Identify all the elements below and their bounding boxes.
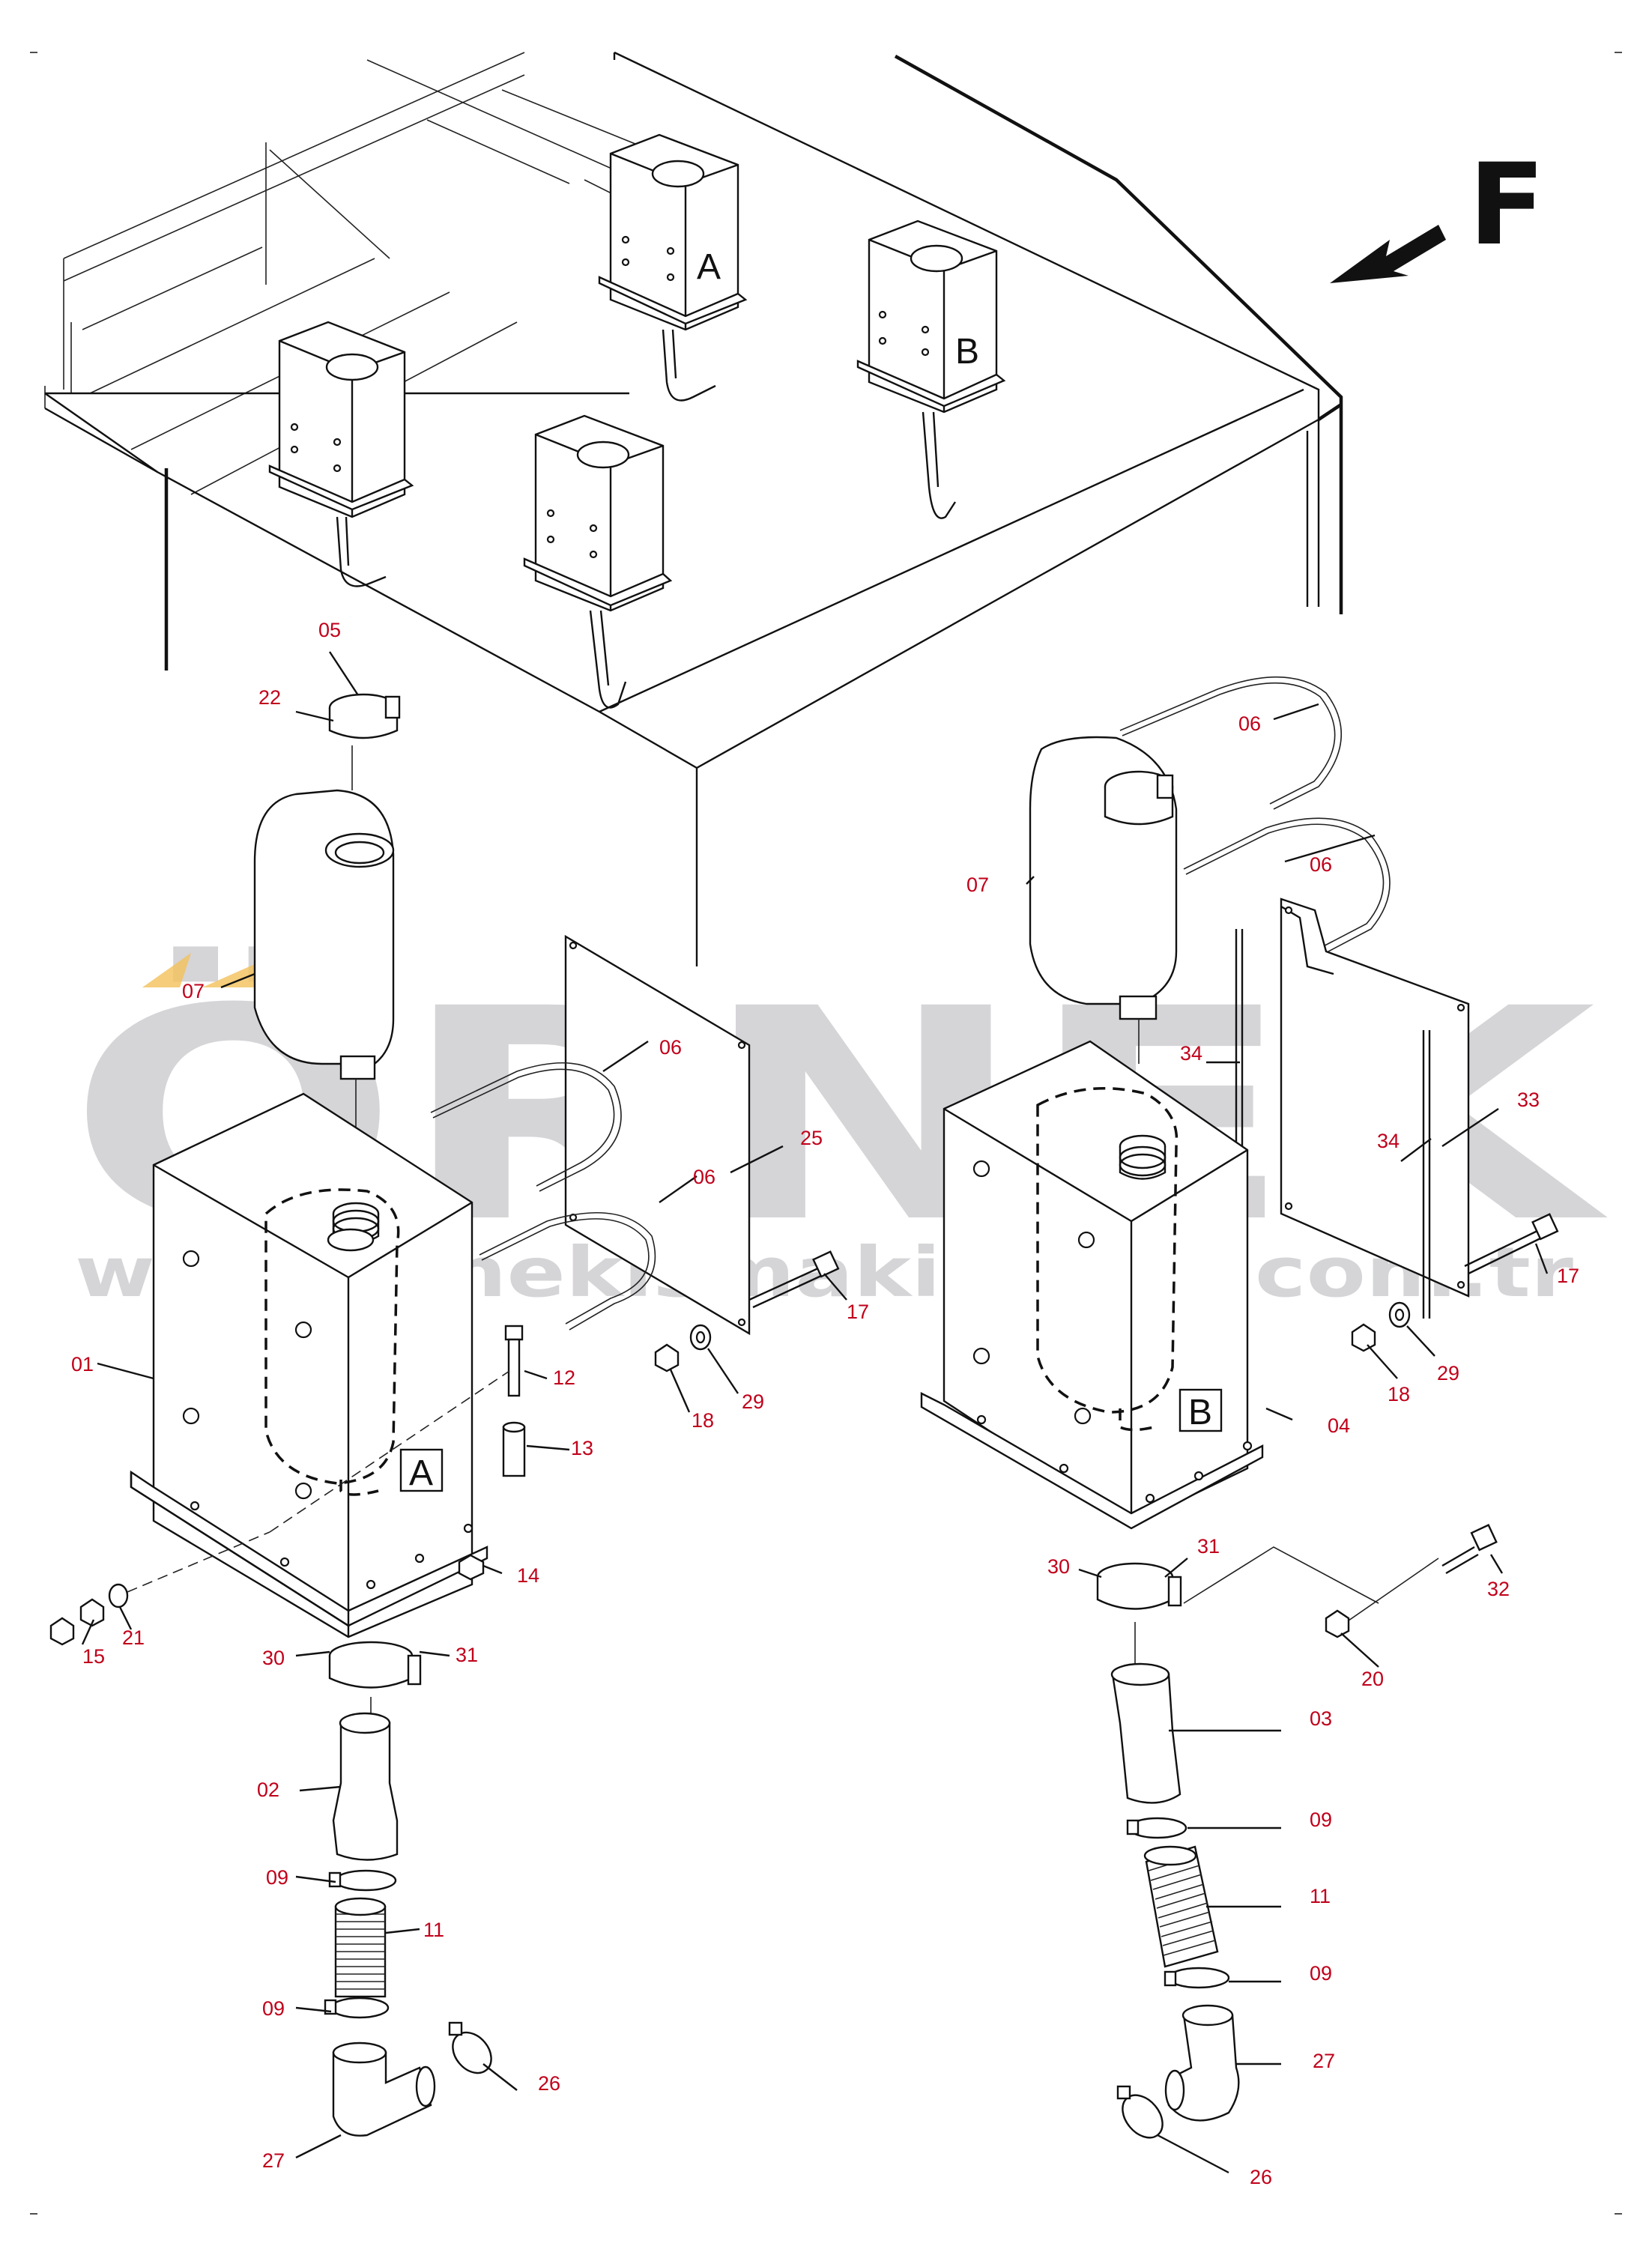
callout-18-right: 18 <box>1388 1383 1410 1405</box>
silencer-box-01: A <box>130 1092 488 1638</box>
callout-07-right: 07 <box>966 874 989 896</box>
callout-labels: 05 22 07 06 25 06 17 18 29 01 12 13 14 1… <box>71 619 1579 2188</box>
cable-06-right-upper <box>1119 676 1343 810</box>
callout-31-left: 31 <box>456 1644 478 1666</box>
cable-06-upper <box>430 1062 622 1192</box>
callout-26-right: 26 <box>1250 2166 1272 2188</box>
callout-27-left: 27 <box>262 2149 285 2172</box>
clamp-09-left-b <box>324 1997 390 2019</box>
nut-15b <box>79 1598 105 1627</box>
box-label-b: B <box>1188 1393 1212 1432</box>
deck-label-b: B <box>955 332 979 372</box>
callout-12: 12 <box>553 1366 575 1389</box>
deck-label-a: A <box>697 247 721 287</box>
callout-31-right: 31 <box>1197 1535 1220 1558</box>
callout-09-right-a: 09 <box>1310 1809 1332 1831</box>
callout-26-left: 26 <box>538 2072 560 2095</box>
corner-marks <box>30 52 1622 2215</box>
callout-11-left: 11 <box>423 1919 444 1941</box>
callout-04: 04 <box>1328 1414 1350 1437</box>
cable-06-lower <box>479 1211 656 1331</box>
callout-03: 03 <box>1310 1707 1332 1730</box>
callout-33: 33 <box>1517 1089 1540 1111</box>
callout-30-right: 30 <box>1047 1555 1070 1578</box>
callout-22: 22 <box>258 686 281 709</box>
callout-06-right-upper: 06 <box>1238 712 1261 735</box>
callout-06-right-lower: 06 <box>1310 853 1332 876</box>
clamp-09-left-a <box>328 1869 397 1892</box>
washer-21 <box>108 1583 129 1608</box>
clamp-30-31-right <box>1096 1562 1182 1610</box>
panel-25 <box>564 934 751 1336</box>
callout-25: 25 <box>800 1127 823 1149</box>
nut-18-right <box>1351 1323 1376 1352</box>
direction-indicator: F <box>1330 140 1545 283</box>
reducer-02 <box>332 1712 399 1861</box>
reducer-03 <box>1110 1662 1181 1804</box>
clamp-30-31-left <box>328 1641 422 1689</box>
hose-11-left <box>334 1897 387 1998</box>
clamp-26-left <box>448 2021 492 2074</box>
assembly-b: B <box>920 676 1559 2139</box>
bolt-12 <box>504 1325 524 1397</box>
leader-lines <box>81 651 1549 2174</box>
nut-18-left <box>654 1343 680 1372</box>
callout-20: 20 <box>1361 1668 1384 1690</box>
callout-09-left-a: 09 <box>266 1866 288 1889</box>
callout-34-b: 34 <box>1377 1130 1400 1152</box>
callout-02: 02 <box>257 1779 279 1801</box>
elbow-27-right <box>1164 2004 1240 2122</box>
watermark-accent-1 <box>142 953 191 987</box>
deck-tank-3: B <box>856 220 1006 519</box>
callout-17-left: 17 <box>847 1301 869 1323</box>
callout-06-left-lower: 06 <box>693 1166 715 1188</box>
cap-22 <box>328 693 401 739</box>
muffler-07 <box>253 789 395 1080</box>
callout-05: 05 <box>318 619 341 641</box>
bolt-17-left <box>748 1250 840 1309</box>
silencer-box-04: B <box>920 1040 1264 1530</box>
machine-overview: A B <box>44 51 1343 966</box>
nut-15a <box>49 1617 75 1646</box>
callout-30-left: 30 <box>262 1647 285 1669</box>
bolt-17-right <box>1464 1213 1559 1275</box>
callout-07-left: 07 <box>182 980 205 1002</box>
callout-13: 13 <box>571 1437 593 1459</box>
callout-29-left: 29 <box>742 1390 764 1413</box>
callout-15: 15 <box>82 1645 105 1668</box>
callout-17-right: 17 <box>1557 1265 1579 1287</box>
callout-32: 32 <box>1487 1578 1510 1600</box>
callout-11-right: 11 <box>1310 1885 1331 1907</box>
deck-tank-2: A <box>598 133 748 402</box>
forward-arrow-icon <box>1330 225 1446 283</box>
callout-21: 21 <box>122 1626 145 1649</box>
callout-18-left: 18 <box>692 1409 714 1432</box>
callout-09-left-b: 09 <box>262 1997 285 2020</box>
clamp-09-right-a <box>1126 1817 1187 1839</box>
panel-33 <box>1280 898 1470 1298</box>
callout-14: 14 <box>517 1564 539 1587</box>
direction-letter: F <box>1468 140 1545 270</box>
deck-tank-4 <box>523 414 673 709</box>
box-label-a: A <box>409 1453 433 1493</box>
callout-01: 01 <box>71 1353 94 1375</box>
deck-tank-1 <box>268 321 414 587</box>
callout-06-left-upper: 06 <box>659 1036 682 1059</box>
callout-27-right: 27 <box>1313 2050 1335 2072</box>
callout-29-right: 29 <box>1437 1362 1459 1384</box>
clamp-26-right <box>1116 2085 1164 2139</box>
nut-20 <box>1325 1609 1350 1638</box>
nut-14 <box>458 1554 485 1581</box>
callout-09-right-b: 09 <box>1310 1962 1332 1985</box>
assembly-a: A <box>49 693 840 2137</box>
muffler-07-right <box>1029 736 1178 1020</box>
elbow-27-left <box>332 2041 436 2137</box>
spacer-13 <box>502 1421 526 1477</box>
hose-11-right <box>1143 1845 1219 1968</box>
callout-34-a: 34 <box>1180 1042 1202 1065</box>
bolt-32 <box>1441 1524 1498 1575</box>
clamp-09-right-b <box>1164 1967 1230 1989</box>
